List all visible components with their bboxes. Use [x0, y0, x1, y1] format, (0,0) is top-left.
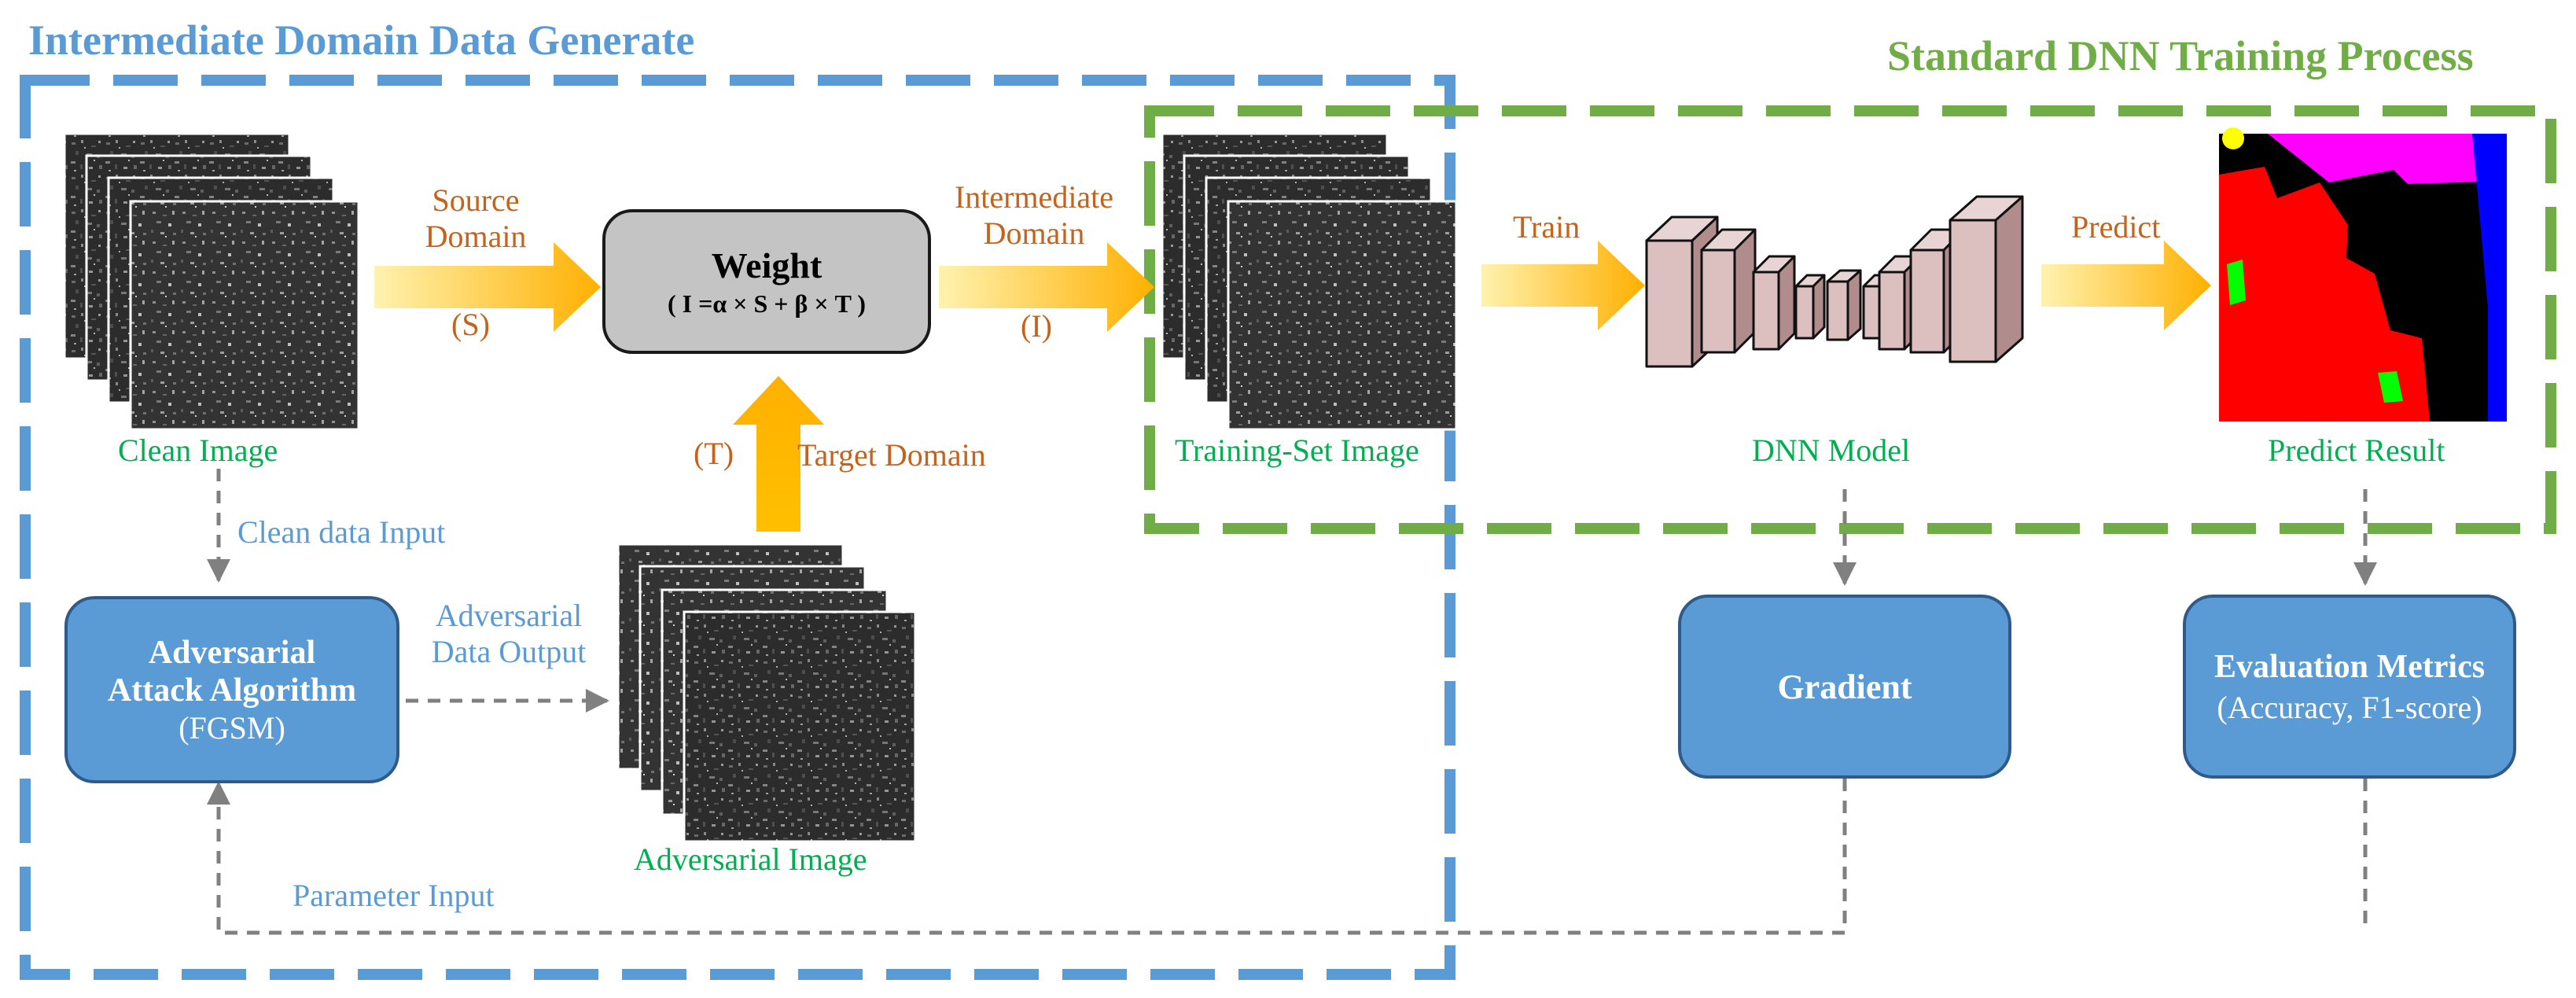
source-domain-line1: Source: [432, 182, 520, 218]
dnn-layer-block: [1700, 228, 1757, 354]
intermediate-domain-arrow: [939, 242, 1154, 332]
segmentation-green-region: [2378, 371, 2403, 403]
attack-label-line3: (FGSM): [178, 709, 285, 746]
weight-box: Weight ( I =α × S + β × T ): [602, 209, 931, 354]
clean-data-input-label: Clean data Input: [237, 514, 446, 550]
segmentation-red-region: [2219, 167, 2430, 422]
source-symbol-label: (S): [451, 307, 490, 342]
intermediate-domain-line1: Intermediate: [954, 179, 1114, 215]
intermediate-domain-label: Intermediate Domain: [936, 179, 1132, 252]
dnn-model-graphic: [1645, 195, 2024, 368]
dnn-layer-block: [1949, 195, 2024, 363]
adversarial-image-stack: [616, 543, 917, 843]
predict-result-label: Predict Result: [2268, 433, 2445, 468]
adversarial-image-label: Adversarial Image: [634, 841, 867, 877]
segmentation-green-region: [2227, 260, 2246, 305]
intermediate-domain-line2: Domain: [983, 215, 1085, 251]
predict-result-map: [2219, 127, 2507, 422]
target-domain-label: Target Domain: [797, 437, 986, 473]
segmentation-blue-region: [2472, 134, 2507, 422]
train-arrow: [1481, 241, 1645, 330]
adversarial-attack-box: Adversarial Attack Algorithm (FGSM): [64, 596, 399, 783]
parameter-input-feedback-loop: [207, 779, 1847, 935]
training-set-image-label: Training-Set Image: [1175, 433, 1419, 468]
predict-arrow: [2041, 241, 2211, 330]
training-image-layer: [1227, 200, 1458, 431]
parameter-input-label: Parameter Input: [293, 878, 495, 913]
segmentation-magenta-region: [2268, 134, 2507, 184]
evaluation-metrics-box: Evaluation Metrics (Accuracy, F1-score): [2183, 595, 2516, 779]
attack-label-line2: Attack Algorithm: [107, 672, 357, 709]
train-label: Train: [1513, 209, 1581, 245]
dnn-layer-block: [1826, 269, 1862, 341]
dnn-model-label: DNN Model: [1752, 433, 1911, 468]
intermediate-symbol-label: (I): [1021, 308, 1052, 344]
eval-label-line2: (Accuracy, F1-score): [2217, 689, 2482, 725]
right-section-frame: [1144, 105, 2556, 534]
source-domain-arrow: [374, 242, 601, 332]
clean-image-layer: [129, 200, 360, 431]
gradient-label: Gradient: [1777, 667, 1912, 706]
right-section-title: Standard DNN Training Process: [1887, 32, 2474, 79]
dnn-layer-block: [1794, 274, 1826, 340]
source-domain-line2: Domain: [425, 219, 527, 254]
predict-label: Predict: [2071, 209, 2161, 245]
dnn-layer-block: [1752, 255, 1796, 351]
adv-output-line2: Data Output: [431, 634, 587, 669]
weight-title: Weight: [711, 245, 822, 285]
adv-output-line1: Adversarial: [435, 598, 583, 633]
adversarial-data-output-label: Adversarial Data Output: [410, 598, 607, 670]
dashed-connectors: [207, 469, 2377, 935]
weight-formula: ( I =α × S + β × T ): [668, 289, 866, 318]
target-domain-arrow: [733, 376, 824, 532]
gradient-box: Gradient: [1678, 595, 2011, 779]
attack-label-line1: Adversarial: [148, 634, 316, 671]
target-symbol-label: (T): [694, 436, 734, 471]
clean-image-stack: [63, 132, 360, 431]
clean-image-label: Clean Image: [118, 433, 278, 468]
eval-label-line1: Evaluation Metrics: [2214, 648, 2486, 685]
training-set-image-stack: [1161, 132, 1458, 431]
adversarial-image-layer: [683, 610, 917, 843]
source-domain-label: Source Domain: [417, 182, 535, 255]
segmentation-yellow-region: [2222, 127, 2244, 149]
left-section-title: Intermediate Domain Data Generate: [28, 17, 695, 64]
